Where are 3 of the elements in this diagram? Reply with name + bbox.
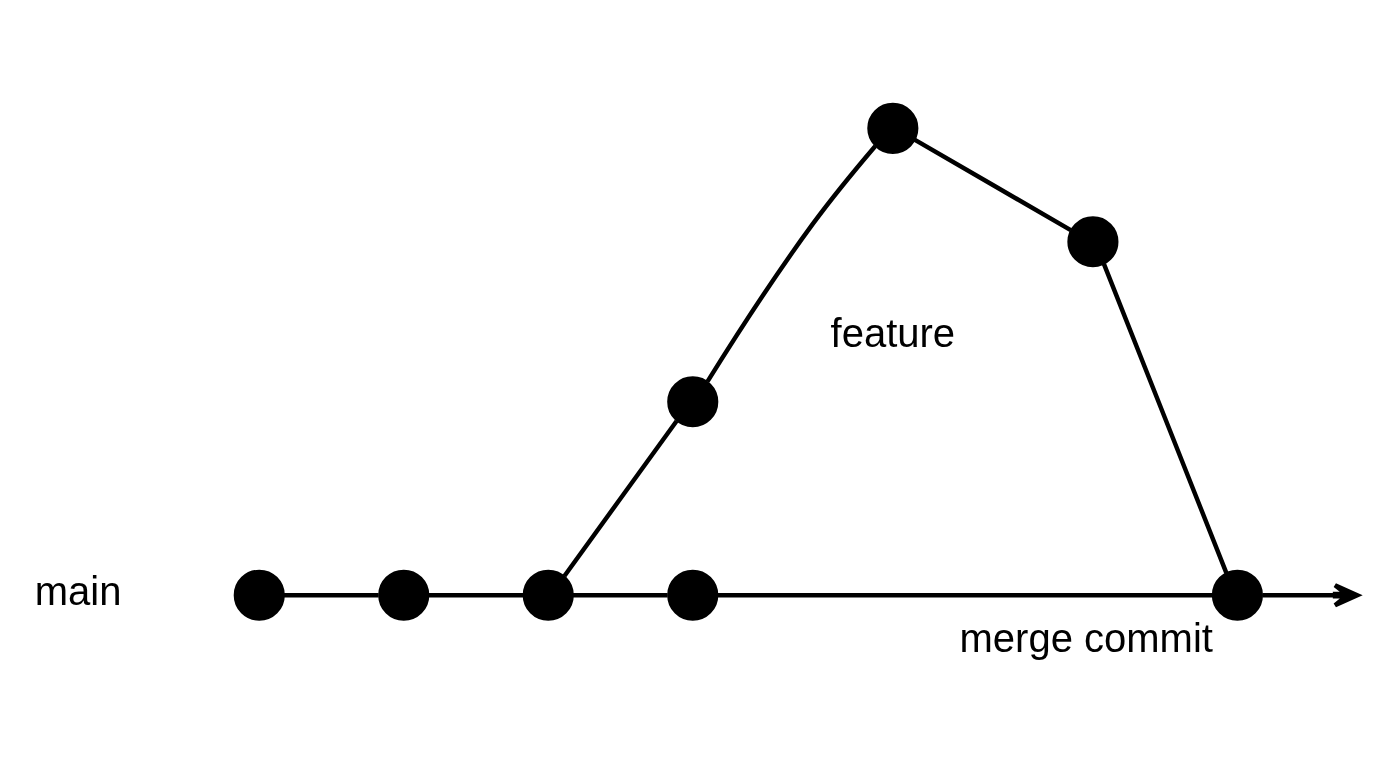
label: main	[34, 568, 122, 613]
label: feature	[830, 311, 956, 356]
node-label: merge commit	[959, 615, 1213, 660]
